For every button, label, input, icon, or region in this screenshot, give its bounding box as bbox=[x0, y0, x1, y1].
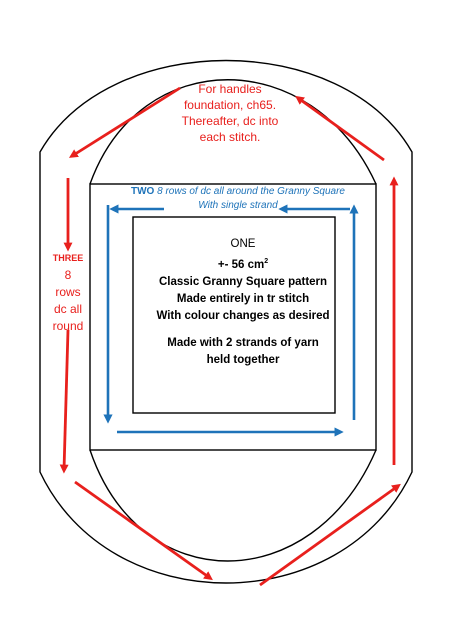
section-one-pattern: Classic Granny Square pattern bbox=[158, 275, 328, 288]
section-one-strands2: held together bbox=[206, 353, 280, 366]
red-arrow-bottom-left bbox=[74, 480, 213, 581]
bottom-inner-curve bbox=[89, 449, 377, 562]
section-three-line: dc all bbox=[53, 302, 82, 316]
red-arrow-left-lower bbox=[59, 329, 70, 474]
handles-note: For handles foundation, ch65. Thereafter… bbox=[130, 81, 330, 145]
outer-border bbox=[39, 59, 413, 584]
red-arrow-top-right bbox=[295, 95, 385, 162]
section-two-line2: With single strand bbox=[198, 200, 278, 211]
section-one-label: ONE +- 56 cm2 Classic Granny Square patt… bbox=[138, 236, 348, 369]
section-three-title: THREE bbox=[52, 253, 84, 263]
section-two-band bbox=[89, 183, 377, 451]
section-one-stitch: Made entirely in tr stitch bbox=[176, 292, 310, 305]
red-arrow-bottom-right bbox=[259, 483, 401, 587]
section-one-colour: With colour changes as desired bbox=[156, 309, 330, 322]
handles-line: foundation, ch65. bbox=[183, 98, 277, 112]
handles-line: each stitch. bbox=[199, 130, 261, 144]
section-three-line: rows bbox=[55, 285, 81, 299]
section-three-line: round bbox=[52, 319, 84, 333]
section-three-label: THREE 8 rows dc all round bbox=[40, 249, 96, 335]
section-two-line1: 8 rows of dc all around the Granny Squar… bbox=[157, 186, 345, 197]
section-one-title: ONE bbox=[230, 238, 256, 250]
granny-square bbox=[132, 216, 336, 414]
section-three-line: 8 bbox=[64, 268, 72, 282]
section-one-strands1: Made with 2 strands of yarn bbox=[167, 336, 319, 349]
handle-opening bbox=[89, 79, 377, 185]
section-two-label: TWO 8 rows of dc all around the Granny S… bbox=[100, 185, 376, 213]
handles-line: Thereafter, dc into bbox=[181, 114, 279, 128]
red-arrow-top-left bbox=[68, 86, 181, 158]
section-two-title: TWO bbox=[131, 186, 155, 197]
section-one-size: +- 56 cm2 bbox=[217, 258, 269, 271]
handles-line: For handles bbox=[198, 82, 262, 96]
